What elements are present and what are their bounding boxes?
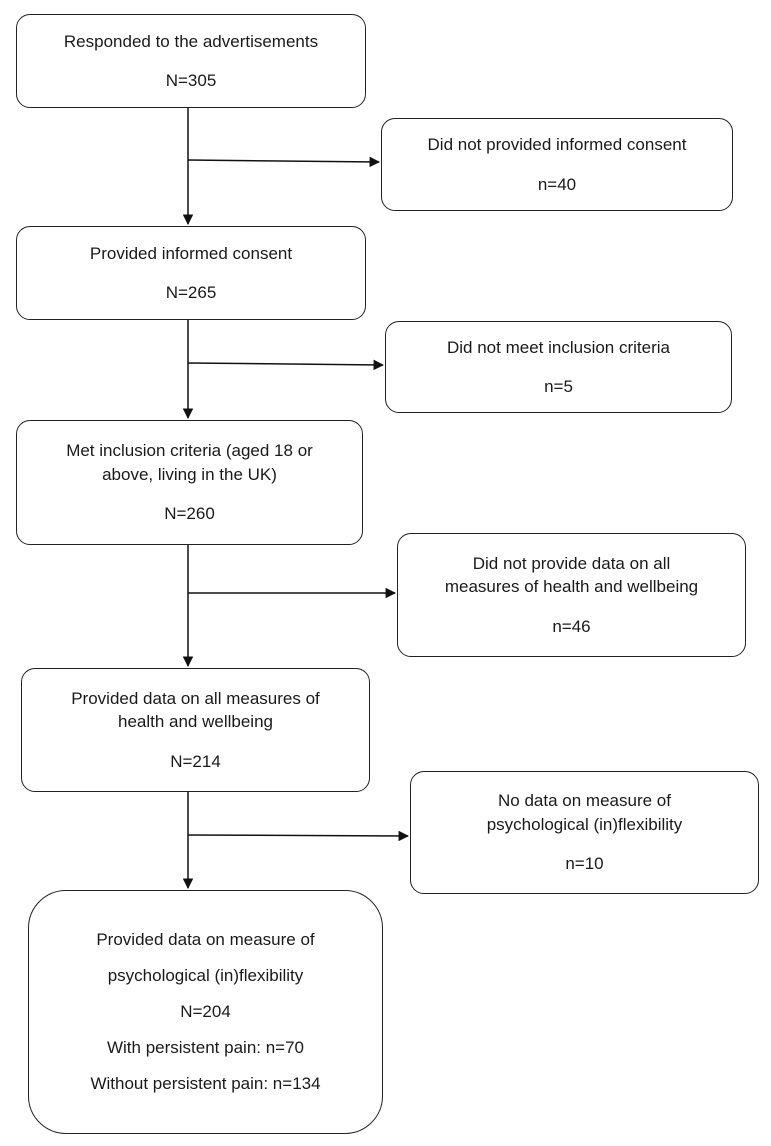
consent-label: Provided informed consent — [89, 243, 293, 263]
no-data-all-label-line1: Did not provide data on all — [472, 553, 671, 573]
final-box: Provided data on measure of psychologica… — [28, 890, 383, 1134]
no-data-all-label-line2: measures of health and wellbeing — [444, 577, 699, 597]
final-label-line2: psychological (in)flexibility — [107, 965, 304, 985]
no-flex-label-line1: No data on measure of — [498, 791, 671, 811]
arrow-to-not-meet — [187, 359, 385, 371]
no-flex-count: n=10 — [565, 854, 604, 874]
no-consent-label: Did not provided informed consent — [427, 135, 687, 155]
data-all-label-line1: Provided data on all measures of — [71, 688, 320, 708]
no-consent-box: Did not provided informed consent n=40 — [381, 118, 733, 211]
final-without-pain: Without persistent pain: n=134 — [90, 1074, 321, 1094]
final-with-pain: With persistent pain: n=70 — [106, 1038, 305, 1058]
responded-label: Responded to the advertisements — [63, 31, 319, 51]
not-meet-count: n=5 — [544, 377, 573, 396]
data-all-label-line2: health and wellbeing — [117, 712, 273, 732]
no-data-all-count: n=46 — [552, 616, 591, 636]
no-flex-label-line2: psychological (in)flexibility — [486, 814, 683, 834]
no-data-all-box: Did not provide data on all measures of … — [397, 533, 746, 657]
consent-count: N=265 — [165, 283, 217, 302]
data-all-count: N=214 — [170, 751, 221, 771]
no-flex-box: No data on measure of psychological (in)… — [410, 771, 759, 894]
data-all-box: Provided data on all measures of health … — [21, 668, 370, 792]
arrow-to-no-consent — [187, 156, 381, 168]
met-box: Met inclusion criteria (aged 18 or above… — [16, 420, 363, 545]
met-label-line1: Met inclusion criteria (aged 18 or — [66, 441, 313, 461]
not-meet-box: Did not meet inclusion criteria n=5 — [385, 321, 732, 413]
not-meet-label: Did not meet inclusion criteria — [447, 337, 670, 357]
no-consent-count: n=40 — [537, 174, 577, 194]
consent-box: Provided informed consent N=265 — [16, 226, 366, 320]
arrow-to-no-flex — [187, 830, 410, 842]
met-count: N=260 — [164, 504, 215, 524]
final-count: N=204 — [180, 1001, 231, 1021]
final-label-line1: Provided data on measure of — [96, 929, 315, 949]
met-label-line2: above, living in the UK) — [102, 464, 277, 484]
responded-count: N=305 — [165, 71, 217, 90]
responded-box: Responded to the advertisements N=305 — [16, 14, 366, 108]
